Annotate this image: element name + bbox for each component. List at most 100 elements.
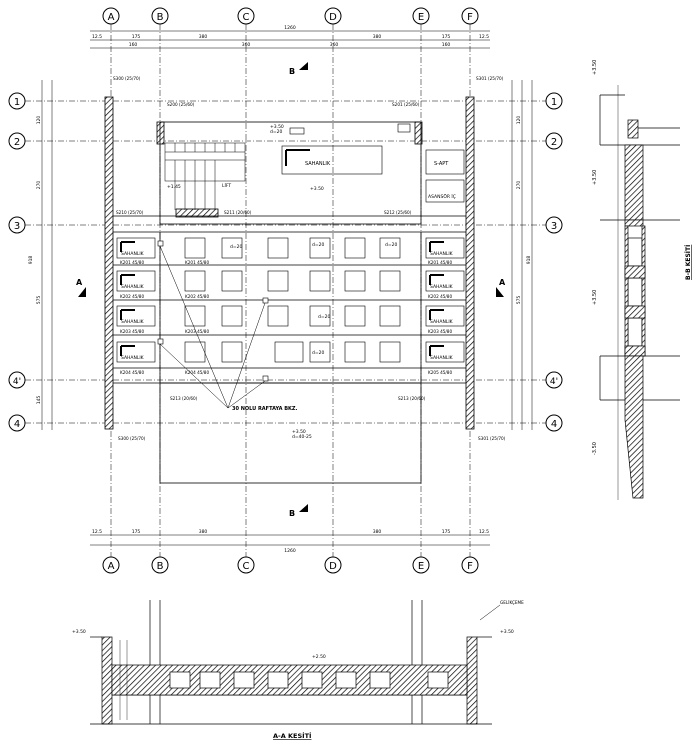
section-bb: [599, 85, 680, 500]
grid-bubble-a-bottom: A: [102, 556, 120, 574]
section-aa-title: A-A KESİTİ: [273, 731, 311, 740]
wall-axis-a: [104, 96, 114, 430]
kiris-label: K205 45/80: [428, 370, 452, 375]
room-label: SAHANLIK: [430, 319, 454, 325]
aa-level-right: +3.50: [500, 629, 514, 635]
level-plus350: +3.50: [270, 124, 284, 130]
label-lift: LİFT: [222, 182, 231, 189]
section-marker-b-top: B: [289, 62, 308, 76]
dim-bottom-total: 1260: [284, 548, 296, 554]
dimension-right: 120 270 575 918: [511, 80, 533, 430]
kiris-label: K201 45/80: [428, 260, 452, 265]
svg-text:C: C: [243, 12, 250, 23]
grid-bubble-3-right: 3: [545, 216, 563, 234]
grid-bubble-d-top: D: [324, 7, 342, 25]
kiris-label: K203 45/80: [185, 329, 209, 334]
section-bb-title: B-B KESİTİ: [685, 245, 692, 280]
section-marker-a-left: A: [76, 278, 86, 297]
kiris-label: K202 45/80: [185, 294, 209, 299]
svg-text:B: B: [157, 561, 164, 572]
dim-right-seg: 120: [516, 116, 522, 125]
grid-bubble-4-right: 4: [545, 414, 563, 432]
beam-label: S212 (25/60): [384, 210, 412, 215]
grid-bubble-e-bottom: E: [412, 556, 430, 574]
beam-label: S201 (25/60): [392, 102, 420, 107]
dim-top-seg: 380: [199, 34, 208, 40]
raft-leaders: [159, 245, 266, 409]
grid-bubble-3-left: 3: [8, 216, 26, 234]
kiris-label: K201 45/80: [185, 260, 209, 265]
level-d20-d: d=20: [385, 242, 397, 248]
label-s-apt: S-APT: [434, 161, 449, 167]
grid-bubble-1-left: 1: [8, 92, 26, 110]
svg-text:C: C: [243, 561, 250, 572]
bb-level-mid: +3.50: [592, 170, 598, 185]
dim-bottom-seg: 175: [132, 529, 141, 535]
kiris-label: K204 45/80: [185, 370, 209, 375]
svg-text:A: A: [108, 561, 115, 572]
label-sahanlik: SAHANLIK: [305, 161, 331, 167]
dim-left-seg: 120: [36, 116, 42, 125]
dim-top-inner: 360: [330, 42, 339, 48]
bb-level-bottom: -3.50: [592, 442, 598, 455]
room-label: SAHANLIK: [430, 251, 454, 257]
svg-text:A: A: [76, 278, 83, 287]
dim-left-seg: 145: [36, 396, 42, 405]
shear-walls: [104, 96, 475, 430]
grid-bubble-4p-left: 4': [8, 371, 26, 389]
kiris-label: K203 45/80: [428, 329, 452, 334]
kiris-label: K204 45/80: [120, 370, 144, 375]
kiris-label: K203 45/80: [120, 329, 144, 334]
grid-bubble-e-top: E: [412, 7, 430, 25]
grid-bubble-2-left: 2: [8, 132, 26, 150]
dim-right-seg: 575: [516, 296, 522, 305]
level-plus350-c: +3.50: [292, 429, 306, 435]
plan-labels: SAHANLIK S-APT ASANSÖR İÇ LİFT +3.50 d=2…: [113, 76, 506, 441]
dim-left-seg: 270: [36, 181, 42, 190]
svg-text:B: B: [157, 12, 164, 23]
grid-bubbles-left: 1 2 3 4' 4: [8, 92, 26, 432]
svg-text:3: 3: [14, 221, 20, 232]
grid-bubble-4-left: 4: [8, 414, 26, 432]
grid-bubbles-right: 1 2 3 4' 4: [545, 92, 563, 432]
raft-note: 30 NOLU RAFTAYA BKZ.: [232, 406, 298, 412]
grid-bubble-f-bottom: F: [461, 556, 479, 574]
raft-posts: [157, 240, 269, 382]
svg-text:A: A: [108, 12, 115, 23]
dimension-bottom: 12.5 175 380 380 175 12.5 1260: [90, 529, 490, 554]
kiris-label: K202 45/80: [428, 294, 452, 299]
section-markers: B B A A: [76, 62, 506, 518]
dim-top-seg: 175: [442, 34, 451, 40]
section-marker-a-right: A: [496, 278, 506, 297]
room-label: SAHANLIK: [121, 284, 145, 290]
section-aa: [90, 600, 501, 725]
dim-bottom-seg: 12.5: [479, 529, 489, 535]
dim-left-seg: 575: [36, 296, 42, 305]
svg-text:2: 2: [14, 137, 20, 148]
svg-text:4': 4': [13, 377, 21, 387]
grid-bubbles-bottom: A B C D E F: [102, 556, 479, 574]
aa-level-left: +3.50: [72, 629, 86, 635]
dim-top-seg: 175: [132, 34, 141, 40]
grid-bubble-b-top: B: [151, 7, 169, 25]
dim-top-inner: 160: [442, 42, 451, 48]
grid-bubble-b-bottom: B: [151, 556, 169, 574]
kiris-label: K202 45/80: [120, 294, 144, 299]
wall-axis-f: [465, 96, 475, 430]
section-marker-b-bottom: B: [289, 504, 308, 518]
openings-north: [281, 123, 465, 203]
grid-bubble-d-bottom: D: [324, 556, 342, 574]
dim-bottom-seg: 175: [442, 529, 451, 535]
svg-text:2: 2: [551, 137, 557, 148]
level-d20-c: d=20: [312, 242, 324, 248]
svg-text:4: 4: [551, 419, 557, 430]
svg-text:F: F: [467, 561, 473, 572]
level-d20-e: d=20: [318, 314, 330, 320]
svg-text:E: E: [418, 561, 424, 572]
beam-label: S300 (25/70): [118, 436, 146, 441]
dim-top-inner: 360: [242, 42, 251, 48]
aa-level-mid: +2.50: [312, 654, 326, 660]
beam-label: S211 (20/60): [224, 210, 252, 215]
beam-label: S200 (25/60): [167, 102, 195, 107]
